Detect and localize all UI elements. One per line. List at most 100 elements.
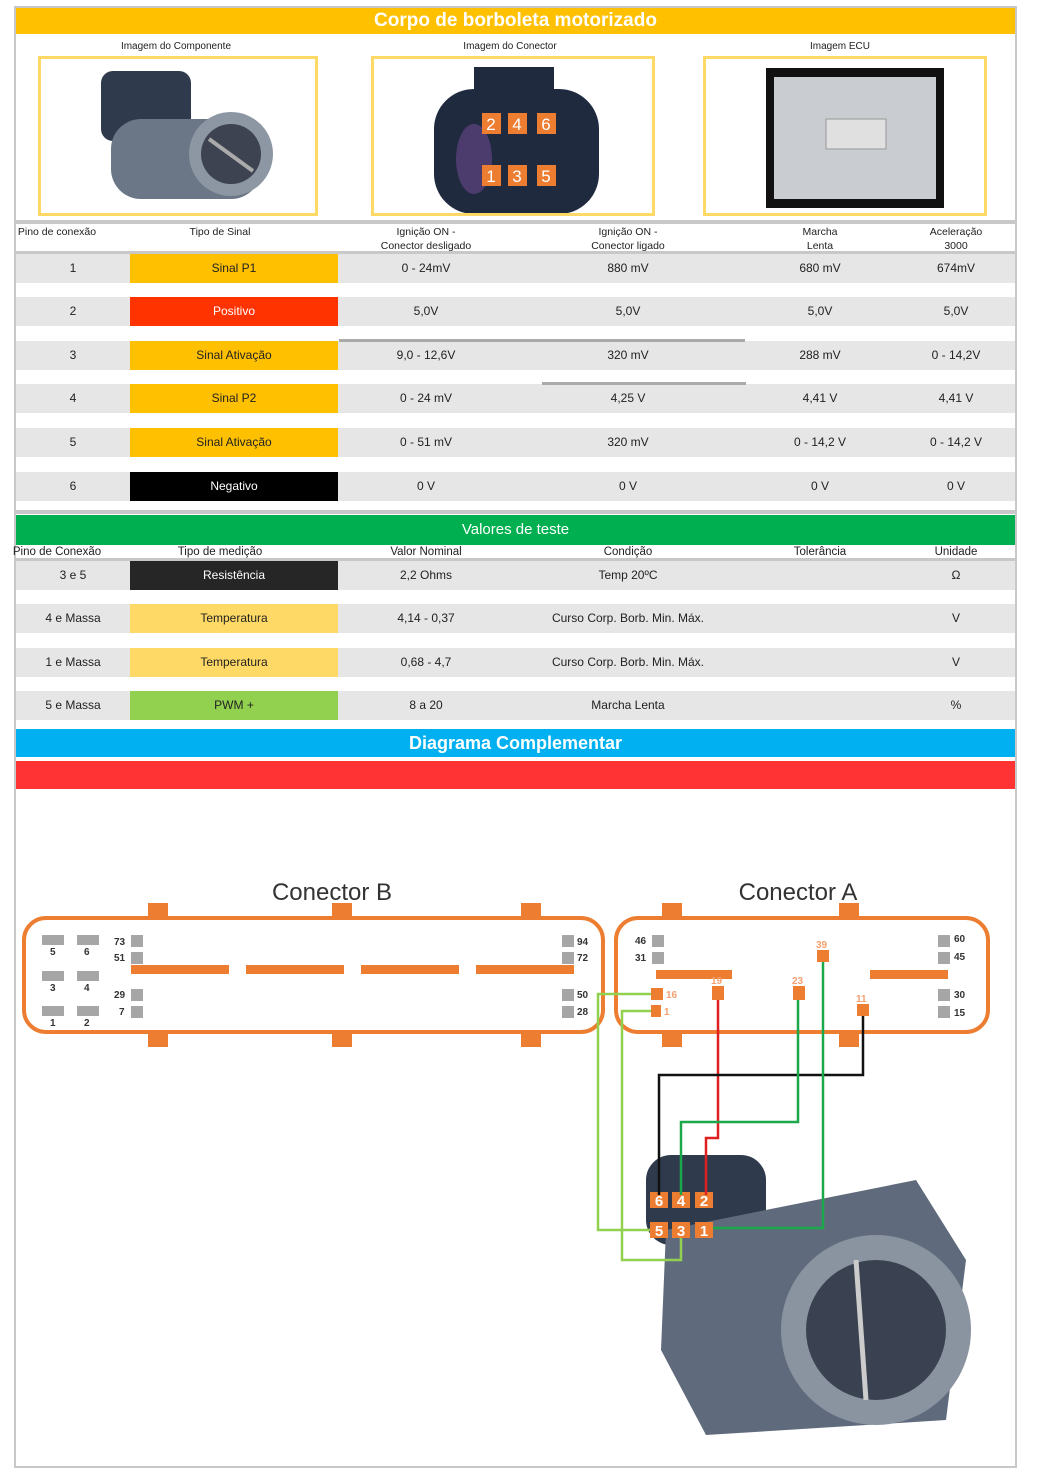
pin-label: 73 — [114, 937, 126, 948]
value-cell: 0,68 - 4,7 — [400, 655, 452, 669]
ecu-image — [703, 56, 987, 216]
pin-cell: 5 e Massa — [45, 698, 101, 712]
connector-pin-label: 5 — [541, 167, 550, 186]
pin-label: 19 — [711, 976, 723, 987]
connector-pin-label: 2 — [486, 115, 495, 134]
column-header: Aceleração 3000 — [929, 226, 983, 252]
pin-label: 16 — [666, 990, 678, 1001]
column-header: Condição — [603, 546, 653, 558]
throttle-body-photo — [646, 1155, 971, 1435]
pin-label: 46 — [635, 936, 647, 947]
sheet-frame — [14, 6, 1017, 1468]
divider — [542, 382, 746, 385]
throttle-body-illustration — [101, 71, 273, 199]
connector-pin-label: 1 — [486, 167, 495, 186]
pin-cell: 2 — [69, 304, 77, 318]
column-header: Marcha Lenta — [802, 226, 838, 252]
value-cell: 0 - 51 mV — [399, 435, 453, 449]
value-cell: 4,14 - 0,37 — [397, 611, 455, 625]
tb-pin-label: 1 — [700, 1223, 708, 1240]
pin-label: 94 — [577, 937, 589, 948]
type-cell: Positivo — [130, 297, 338, 326]
value-cell: 0 V — [618, 479, 637, 493]
pin-label: 29 — [114, 990, 126, 1001]
value-cell: 0 - 14,2V — [931, 348, 981, 362]
pin-label: 39 — [816, 940, 828, 951]
column-header: Pino de Conexão — [12, 546, 102, 558]
wiring-diagram: Conector B Conector A 5 6 3 4 1 2 73 51 … — [16, 790, 1015, 1466]
value-cell: 5,0V — [807, 304, 833, 318]
wiring-diagram-svg: Conector B Conector A 5 6 3 4 1 2 73 51 … — [22, 879, 990, 1435]
column-header: Ignição ON - Conector ligado — [591, 226, 665, 252]
value-cell: 5,0V — [615, 304, 641, 318]
component-image — [38, 56, 318, 216]
value-cell: 5,0V — [413, 304, 439, 318]
type-cell: Negativo — [130, 472, 338, 501]
connector-b-label: Conector B — [272, 879, 392, 906]
value-cell: Curso Corp. Borb. Min. Máx. — [551, 655, 705, 669]
connector-image: 2 4 6 1 3 5 — [371, 56, 655, 216]
pin-cell: 6 — [69, 479, 77, 493]
type-cell: Temperatura — [130, 648, 338, 677]
value-cell: 288 mV — [799, 348, 841, 362]
type-cell: Temperatura — [130, 604, 338, 633]
connector-pin-label: 4 — [512, 115, 521, 134]
connector-pin-label: 6 — [541, 115, 550, 134]
pin-cell: 3 e 5 — [59, 568, 87, 582]
pin-cell: 1 — [69, 261, 77, 275]
value-cell: Temp 20ºC — [598, 568, 658, 582]
value-cell: 0 - 14,2 V — [929, 435, 983, 449]
test-values-title: Valores de teste — [16, 515, 1015, 545]
red-banner — [16, 761, 1015, 789]
column-header: Tipo de medição — [177, 546, 263, 558]
value-cell: 0 - 14,2 V — [793, 435, 847, 449]
table-row: 3 e 5 Resistência 2,2 Ohms Temp 20ºC Ω — [16, 561, 1015, 590]
pin-label: 11 — [856, 994, 867, 1005]
component-image-caption: Imagem do Componente — [120, 41, 232, 52]
connector-a-label: Conector A — [739, 879, 858, 906]
value-cell: 4,41 V — [802, 391, 838, 405]
value-cell: 0 - 24 mV — [399, 391, 453, 405]
connector-image-caption: Imagem do Conector — [463, 41, 557, 52]
diagram-title: Diagrama Complementar — [16, 729, 1015, 757]
type-cell: Resistência — [130, 561, 338, 590]
pin-cell: 4 — [69, 391, 77, 405]
type-cell: Sinal P1 — [130, 254, 338, 283]
pin-cell: 3 — [69, 348, 77, 362]
pin-label: 4 — [84, 983, 90, 994]
value-cell: 2,2 Ohms — [399, 568, 453, 582]
pin-label: 23 — [792, 976, 804, 987]
pin-label: 7 — [119, 1007, 125, 1018]
column-header: Pino de conexão — [17, 226, 97, 238]
value-cell: 880 mV — [607, 261, 649, 275]
pin-label: 1 — [664, 1007, 670, 1018]
pin-label: 3 — [50, 983, 56, 994]
pin-cell: 5 — [69, 435, 77, 449]
pin-label: 50 — [577, 990, 589, 1001]
column-header: Tipo de Sinal — [189, 226, 251, 238]
column-header: Unidade — [934, 546, 978, 558]
connector-pin-label: 3 — [512, 167, 521, 186]
tb-pin-label: 4 — [677, 1193, 686, 1210]
type-cell: Sinal P2 — [130, 384, 338, 413]
value-cell: Ω — [951, 568, 961, 582]
connector-illustration: 2 4 6 1 3 5 — [434, 67, 599, 213]
value-cell: 0 V — [810, 479, 829, 493]
pin-cell: 4 e Massa — [45, 611, 101, 625]
value-cell: 4,41 V — [938, 391, 974, 405]
pin-label: 31 — [635, 953, 647, 964]
value-cell: 9,0 - 12,6V — [396, 348, 456, 362]
value-cell: 5,0V — [943, 304, 969, 318]
value-cell: 8 a 20 — [409, 698, 443, 712]
pin-label: 28 — [577, 1007, 589, 1018]
value-cell: % — [950, 698, 962, 712]
wires — [596, 962, 865, 1262]
value-cell: V — [951, 611, 960, 625]
ecu-illustration — [766, 68, 944, 208]
type-cell: Sinal Ativação — [130, 428, 338, 457]
